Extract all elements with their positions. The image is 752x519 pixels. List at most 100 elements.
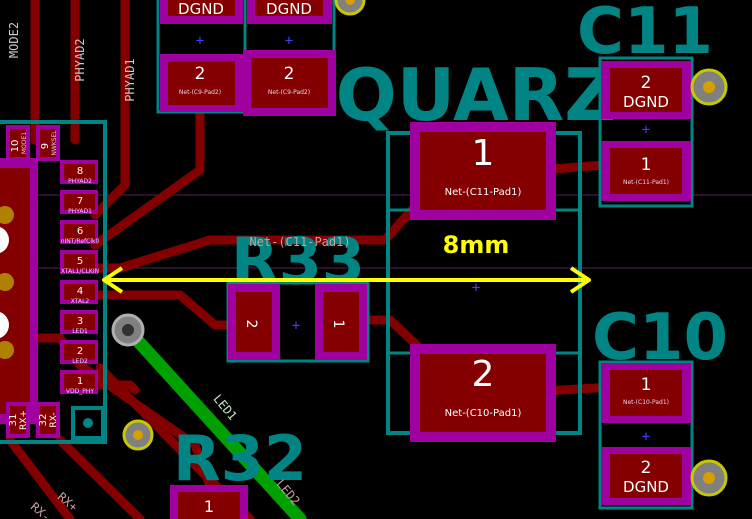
ic-pin-pad[interactable] (64, 224, 95, 240)
ic-pin-pad[interactable] (10, 406, 26, 434)
c9-pad-bottom-right[interactable] (255, 61, 323, 105)
measure-arrow-right (569, 266, 591, 294)
ic-pin-number: 3 (77, 316, 83, 327)
c9-pad-bottom-right-net: Net-(C9-Pad2) (268, 89, 310, 96)
trace-rx-plus[interactable] (55, 435, 145, 519)
ic-pin-pad[interactable] (64, 164, 95, 180)
trace-phyad[interactable] (90, 85, 205, 250)
ic-pin-number: 1 (77, 376, 83, 387)
ic-pin-name: nINT/RefClk0 (61, 238, 100, 245)
quartz-pad2[interactable] (420, 354, 546, 432)
c10-pad2[interactable] (610, 454, 682, 498)
trace-phyad1[interactable] (90, 0, 130, 220)
quartz-footprint[interactable]: QUARZ 1 Net-(C11-Pad1) 2 Net-(C10-Pad1) … (336, 53, 617, 442)
ic-pin-pad[interactable] (64, 314, 95, 330)
r33-pad2[interactable] (236, 292, 272, 352)
c11-pad2-number: 2 (641, 73, 652, 93)
ic-pin-pad[interactable] (40, 406, 56, 434)
c9-gnd-via[interactable] (334, 0, 366, 16)
c9-pad-top-right[interactable] (255, 0, 323, 16)
c11-courtyard (598, 56, 694, 208)
c11-center-marker: + (642, 122, 650, 138)
ic-pin-pad[interactable] (40, 129, 56, 157)
ic-pin-pad[interactable] (10, 129, 26, 157)
ic-vertical-label-phyad2: PHYAD2 (73, 38, 87, 81)
c9-pad-bottom-left-number: 2 (195, 64, 206, 84)
trace-rx-minus[interactable] (5, 435, 75, 519)
ic-pin-name: XTAL2 (71, 298, 90, 305)
c9-pad-bottom-left-net: Net-(C9-Pad2) (179, 89, 221, 96)
ic-pin-pad[interactable] (64, 284, 95, 300)
ic-footprint[interactable]: 8PHYAD27PHYAD16nINT/RefClk05XTAL1/CLKIN4… (0, 22, 137, 444)
ic-pin-number: 10 (10, 140, 21, 153)
ic-pin-name: PHYAD2 (68, 178, 92, 185)
c9-pad-top-right-net: DGND (266, 0, 312, 18)
c9-pad-bottom-left[interactable] (168, 61, 235, 105)
c10-center-marker: + (642, 429, 650, 445)
ic-pin-pad[interactable] (64, 254, 95, 270)
c10-pad1[interactable] (610, 370, 682, 416)
ic-pin-number: 4 (77, 286, 83, 297)
measurement-dimension[interactable]: 8mm (102, 231, 591, 294)
ic-pin-number: 9 (40, 143, 51, 149)
c10-pad2-net: DGND (623, 478, 669, 496)
ic-pin-number: 2 (77, 346, 83, 357)
c11-pad1-net: Net-(C11-Pad1) (623, 179, 669, 186)
quartz-pad2-net: Net-(C10-Pad1) (445, 408, 522, 419)
ic-pin-name: PHYAD1 (68, 208, 92, 215)
ic-pin-number: 5 (77, 256, 83, 267)
trace-led1[interactable] (15, 333, 220, 505)
c9-footprint[interactable]: DGND DGND + + 2 2 Net-(C9-Pad2) Net-(C9-… (156, 0, 366, 116)
c10-pad1-number: 1 (641, 375, 652, 395)
quartz-center-marker: + (472, 280, 480, 296)
ic-pin-number: 8 (77, 166, 83, 177)
ic-vertical-label-phyad1: PHYAD1 (123, 58, 137, 101)
ic-pin-pad[interactable] (64, 374, 95, 390)
trace-vdd[interactable] (90, 380, 140, 395)
r33-pad1[interactable] (323, 292, 359, 352)
ic-pin-name: NWKSEL (51, 130, 58, 156)
quartz-pad1[interactable] (420, 132, 546, 210)
ic-pin-name: LED1 (72, 328, 88, 335)
r33-footprint[interactable]: R33 2 + 1 (226, 224, 370, 363)
quartz-pad2-number: 2 (472, 354, 495, 395)
bottom-layer-trace-led[interactable] (121, 323, 307, 519)
c11-pad2[interactable] (610, 68, 682, 112)
c9-pad-bottom-right-number: 2 (284, 64, 295, 84)
c9-pad-top-left[interactable] (168, 0, 235, 16)
ic-pin-name: MODE1 (21, 132, 28, 154)
ic-pin-number: 31 (8, 414, 19, 427)
c11-footprint[interactable]: C11 2 DGND + 1 Net-(C11-Pad1) (577, 0, 728, 208)
c11-pad1[interactable] (610, 148, 682, 194)
r32-pad1[interactable] (178, 492, 240, 519)
ic-pin-name: LED2 (72, 358, 88, 365)
r32-footprint[interactable]: R32 1 (170, 422, 307, 519)
c10-pad2-number: 2 (641, 458, 652, 478)
ic-thermal-pad[interactable] (0, 168, 30, 414)
ic-pin-pad[interactable] (64, 344, 95, 360)
c10-footprint[interactable]: C10 1 Net-(C10-Pad1) + 2 DGND (592, 301, 728, 510)
ic-pin-pad[interactable] (64, 194, 95, 210)
ic-vertical-label-mode2: MODE2 (7, 22, 21, 58)
ic-pin-number: 7 (77, 196, 83, 207)
measure-arrow-left (102, 266, 124, 294)
trace-label-rx-minus: RX- (28, 500, 54, 519)
ic-pin-number: 6 (77, 226, 83, 237)
